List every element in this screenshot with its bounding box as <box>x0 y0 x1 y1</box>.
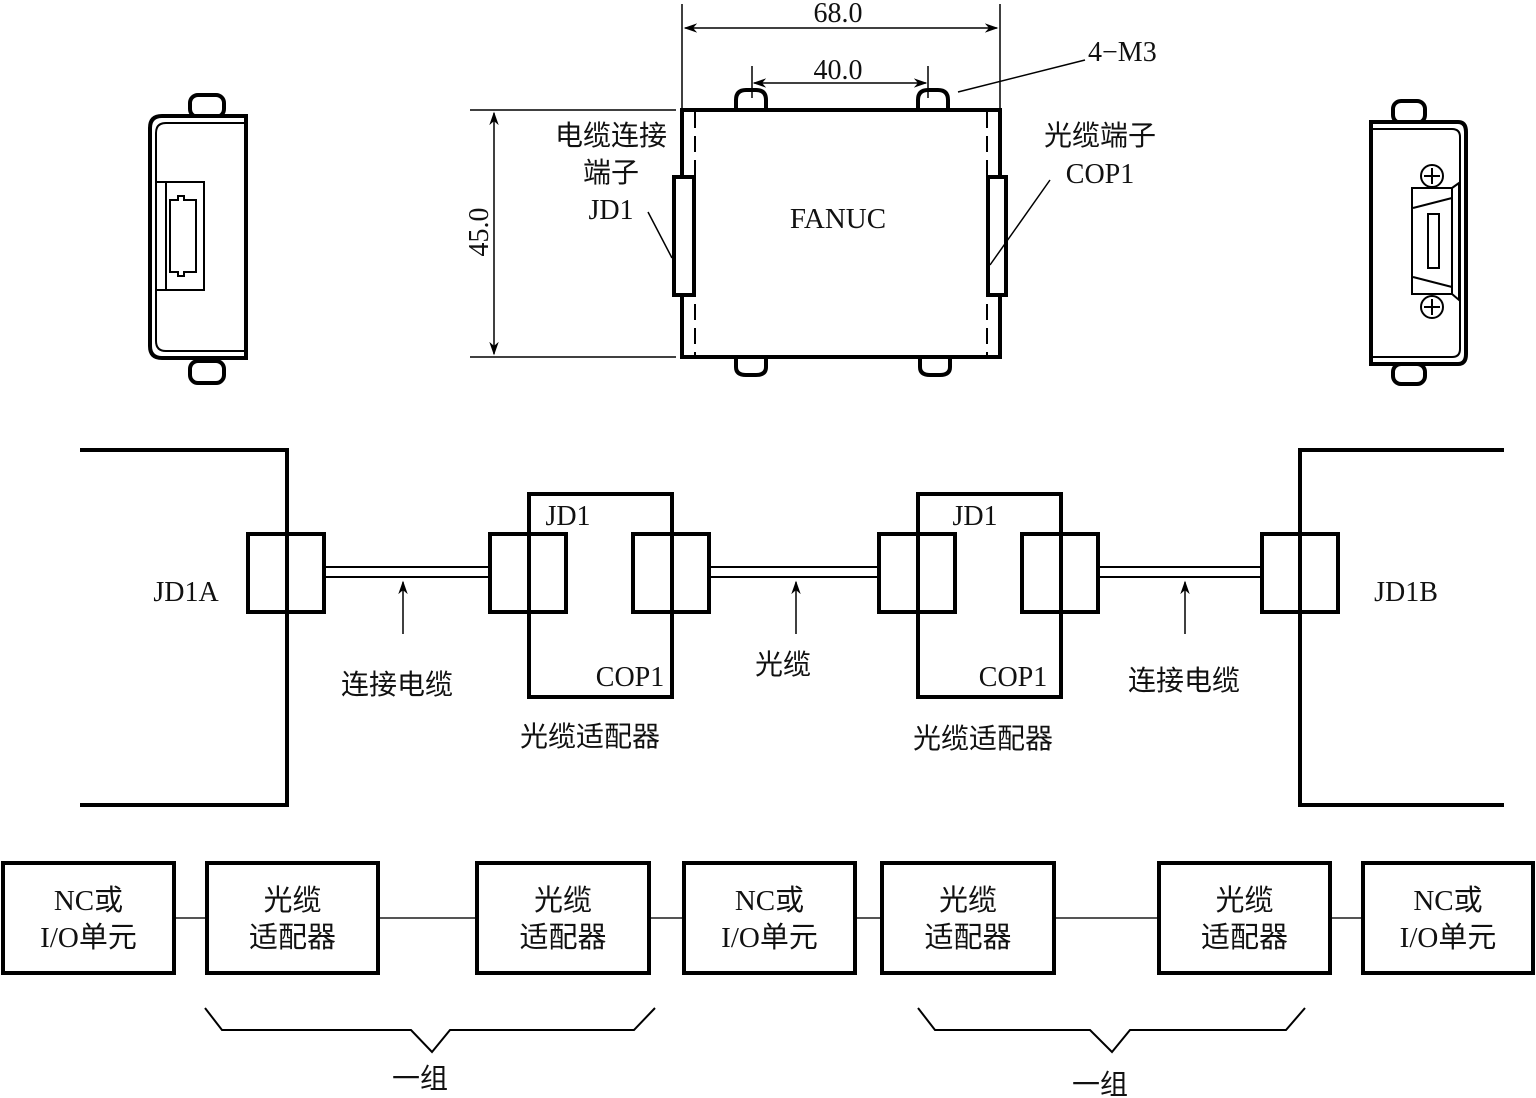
block-label-line2: I/O单元 <box>40 921 137 954</box>
adapter-1-cop1-label: COP1 <box>596 662 664 693</box>
mount-tab-top <box>188 93 226 119</box>
block-box <box>1157 861 1332 975</box>
block-4: NC或 I/O单元 <box>682 861 857 975</box>
connector-latch <box>1451 181 1460 303</box>
jd1-connector-housing <box>155 181 205 291</box>
screw-icon <box>1420 295 1444 319</box>
block-label-line2: 适配器 <box>1201 921 1288 954</box>
screw-label: 4−M3 <box>1088 37 1157 68</box>
jd1-leader-line <box>647 211 673 259</box>
cable-2-label: 连接电缆 <box>1128 665 1240 697</box>
screw-bottom-right <box>918 357 952 377</box>
group-brace-1 <box>204 1007 656 1054</box>
block-2: 光缆适配器 <box>205 861 380 975</box>
group-label-1: 一组 <box>392 1063 448 1095</box>
mount-tab-bottom <box>1391 362 1427 386</box>
adapter-1-jd1-connector <box>488 532 568 614</box>
mount-tab-bottom <box>188 359 226 385</box>
right-unit-port-label: JD1B <box>1374 577 1438 608</box>
dim-height-label: 45.0 <box>464 208 495 257</box>
block-box <box>475 861 651 975</box>
block-box <box>1 861 176 975</box>
top-view: 68.0 40.0 4−M3 45.0 FANUC 电缆连接 端子 JD1 <box>464 0 1157 377</box>
block-7: NC或 I/O单元 <box>1361 861 1535 975</box>
block-label-line1: 光缆 <box>1215 884 1273 917</box>
cop1-terminal-label-2: COP1 <box>1066 159 1134 190</box>
adapter-2-cop1-label: COP1 <box>979 662 1047 693</box>
screw-top-right <box>916 88 950 110</box>
left-unit-port-label: JD1A <box>153 577 219 608</box>
adapter-1-jd1-label: JD1 <box>545 501 590 532</box>
left-side-view <box>148 93 248 385</box>
screw-bottom-left <box>734 357 768 377</box>
group-label-2: 一组 <box>1072 1069 1128 1098</box>
jd1-terminal-label-3: JD1 <box>588 195 633 226</box>
block-3: 光缆适配器 <box>475 861 651 975</box>
right-unit <box>1298 448 1504 807</box>
cop1-terminal <box>986 175 1008 297</box>
block-box <box>205 861 380 975</box>
optical-cable-label: 光缆 <box>755 649 811 681</box>
block-diagram: NC或I/O单元光缆适配器光缆适配器NC或I/O单元光缆适配器光缆适配器NC或I… <box>1 861 1535 1098</box>
block-label-line1: 光缆 <box>263 884 321 917</box>
jd1a-connector <box>246 532 326 614</box>
connection-cable-1 <box>324 566 490 578</box>
dim-width-label: 68.0 <box>814 0 863 29</box>
right-side-view <box>1369 99 1468 386</box>
adapter-2-cop1-connector <box>1020 532 1100 614</box>
block-label-line1: NC或 <box>1413 884 1482 917</box>
block-box <box>880 861 1056 975</box>
adapter-2-caption: 光缆适配器 <box>913 723 1053 755</box>
jd1-terminal-label-2: 端子 <box>583 157 639 189</box>
jd1b-connector <box>1260 532 1340 614</box>
block-box <box>682 861 857 975</box>
cop1-leader-line <box>989 179 1051 266</box>
block-label-line1: NC或 <box>54 884 123 917</box>
optical-cable <box>709 566 879 578</box>
block-label-line1: NC或 <box>735 884 804 917</box>
connection-cable-2 <box>1098 566 1262 578</box>
block-1: NC或 I/O单元 <box>1 861 176 975</box>
connector-bevel-top <box>1412 197 1453 209</box>
side-body-outer <box>148 114 248 360</box>
cop1-optical-socket <box>1427 213 1440 269</box>
adapter-1-body <box>527 492 674 699</box>
cop1-terminal-label-1: 光缆端子 <box>1044 120 1156 152</box>
screw-top-left <box>734 88 768 110</box>
jd1-connector-socket <box>169 195 197 277</box>
connector-bevel-bottom <box>1412 276 1453 288</box>
adapter-2-jd1-label: JD1 <box>952 501 997 532</box>
group-brace-2 <box>917 1007 1306 1054</box>
block-label-line1: 光缆 <box>939 884 997 917</box>
left-unit <box>80 448 289 807</box>
dim-hole-spacing-label: 40.0 <box>814 55 863 86</box>
block-label-line1: 光缆 <box>534 884 592 917</box>
adapter-1-caption: 光缆适配器 <box>520 721 660 753</box>
block-label-line2: I/O单元 <box>721 921 818 954</box>
screw-leader-line <box>957 59 1086 93</box>
brand-label: FANUC <box>790 203 886 235</box>
cable-1-label: 连接电缆 <box>341 669 453 701</box>
block-label-line2: 适配器 <box>924 921 1011 954</box>
block-label-line2: I/O单元 <box>1400 921 1497 954</box>
adapter-1-cop1-connector <box>631 532 711 614</box>
block-5: 光缆适配器 <box>880 861 1056 975</box>
screw-icon <box>1420 164 1444 188</box>
block-label-line2: 适配器 <box>249 921 336 954</box>
adapter-2-body <box>916 492 1063 699</box>
connection-diagram: JD1A JD1B JD1 COP1 光缆适配器 JD1 COP1 光缆适配器 <box>80 448 1504 807</box>
mount-tab-top <box>1391 99 1427 125</box>
block-6: 光缆适配器 <box>1157 861 1332 975</box>
adapter-2-jd1-connector <box>877 532 957 614</box>
block-label-line2: 适配器 <box>519 921 606 954</box>
jd1-terminal <box>672 175 696 297</box>
block-box <box>1361 861 1535 975</box>
jd1-terminal-label-1: 电缆连接 <box>555 120 667 152</box>
